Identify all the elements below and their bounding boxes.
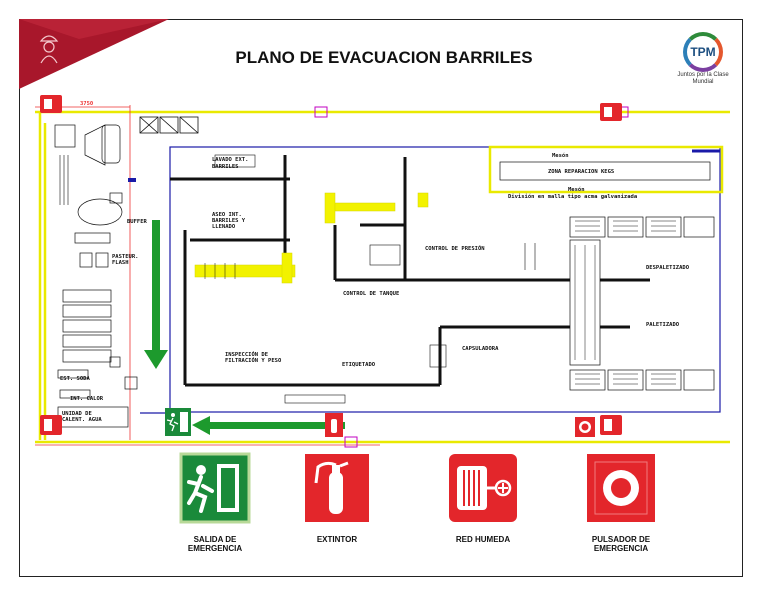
label-inspeccion-1: INSPECCIÓN DE [225,352,269,358]
label-pasteur: PASTEUR. [112,254,139,260]
fire-hose-reel-icon [40,95,622,435]
legend-extintor-line1: EXTINTOR [316,535,358,544]
perimeter-walls [35,110,730,444]
floor-plan [35,95,730,448]
label-lavado: LAVADO EXT. [212,157,249,163]
alarm-button-icon [587,454,655,522]
page-title: PLANO DE EVACUACION BARRILES [235,48,533,67]
tpm-logo-text: TPM [690,45,716,59]
fire-hose-reel-icon [449,454,517,522]
label-meson-bottom: Mesón [568,187,585,193]
label-buffer: BUFFER [127,219,147,225]
tpm-tagline: Juntos por la Clase Mundial [677,72,729,85]
legend-extintor: EXTINTOR [282,452,392,544]
label-inspeccion-2: FILTRACIÓN Y PESO [225,358,282,364]
legend-red-line1: RED HUMEDA [455,535,511,544]
label-division: División en malla tipo acma galvanizada [508,194,638,200]
label-control-presion: CONTROL DE PRESIÓN [425,246,485,252]
legend-red-humeda: RED HUMEDA [428,452,538,544]
repair-zone [488,145,724,194]
legend-pulsador-line2: EMERGENCIA [593,544,649,553]
evacuation-arrow-icon [144,220,345,435]
tpm-ring-icon: TPM [683,32,723,72]
tpm-logo: TPM Juntos por la Clase Mundial [670,32,736,90]
alarm-button-icon [575,417,595,437]
legend-pulsador-line1: PULSADOR DE [591,535,651,544]
fire-extinguisher-icon [305,454,369,522]
label-unidad-2: CALENT. AGUA [62,417,102,423]
hardhat-worker-icon [39,35,59,64]
label-est-soda: EST. SODA [60,376,90,382]
legend-salida-line1: SALIDA DE [193,535,237,544]
label-flash: FLASH [112,260,129,266]
label-control-tanque: CONTROL DE TANQUE [343,291,400,297]
pallet-blocks [569,216,715,391]
running-man-exit-icon [179,452,251,524]
label-paletizado: PALETIZADO [646,322,680,328]
running-man-exit-icon [165,408,191,436]
legend-salida-line2: EMERGENCIA [187,544,243,553]
label-meson-top: Mesón [552,153,569,159]
brand-corner [19,19,169,89]
yellow-machines [194,192,429,284]
building-outline [169,146,721,413]
label-despaletizado: DESPALETIZADO [646,265,690,271]
fire-extinguisher-icon [325,413,343,437]
label-llenado: LLENADO [212,224,236,230]
label-aseo: ASEO INT. [212,212,242,218]
label-zona-reparacion: ZONA REPARACION KEGS [548,169,615,175]
label-etiquetado: ETIQUETADO [342,362,376,368]
label-barriles-y: BARRILES Y [212,218,246,224]
label-calor: INT. CALOR [70,396,104,402]
label-dimension: 3750 [80,101,94,107]
label-unidad: UNIDAD DE [62,411,92,417]
label-barriles: BARRILES [212,164,239,170]
label-capsuladora: CAPSULADORA [462,346,499,352]
